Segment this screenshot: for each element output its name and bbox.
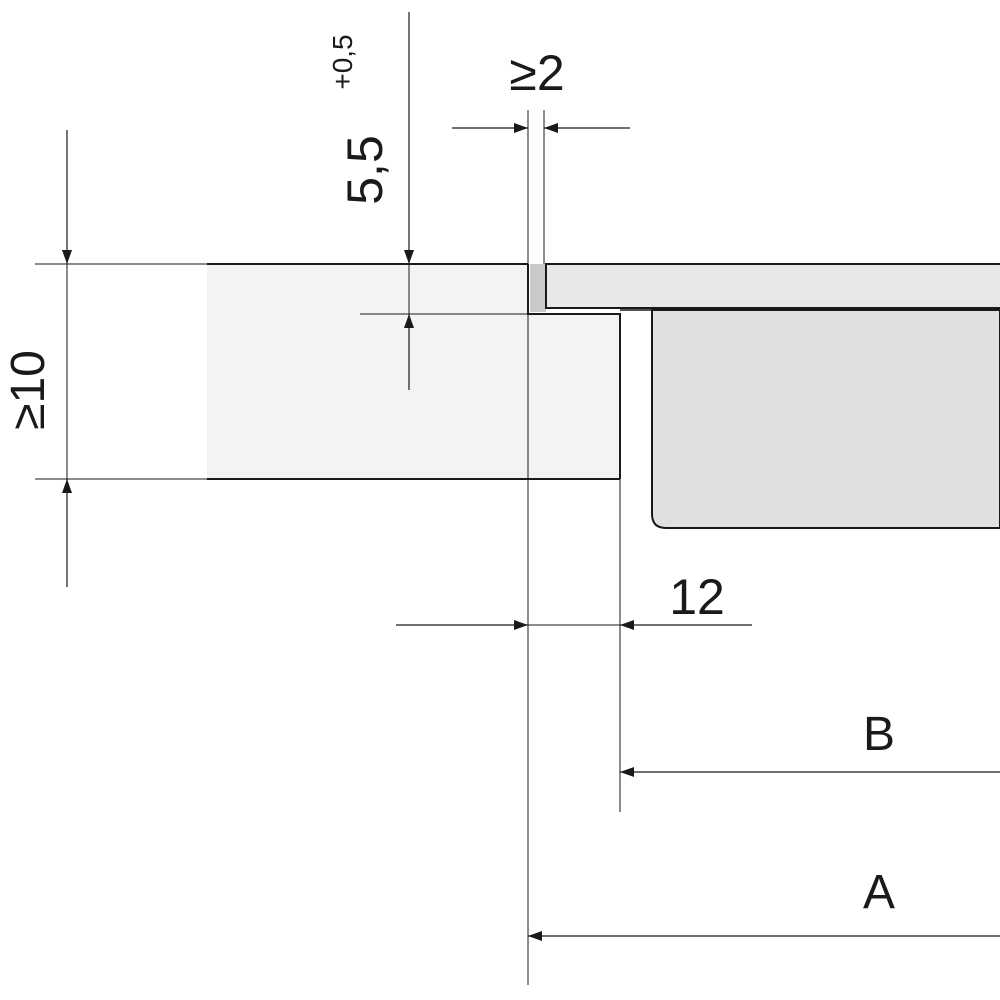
- dim-min-thickness: ≥10: [2, 130, 72, 587]
- cooktop: [545, 263, 1000, 529]
- dim-width-a: A: [528, 866, 1000, 941]
- worktop-lower: [207, 314, 620, 479]
- label-rebate-depth: 5,5: [337, 135, 393, 205]
- dim-width-b: B: [620, 708, 1000, 777]
- sealant-gap: [530, 264, 546, 312]
- dim-min-gap: ≥2: [452, 45, 630, 133]
- label-rebate-tolerance: +0,5: [327, 34, 358, 89]
- extension-lines: [35, 110, 621, 985]
- cooktop-body: [651, 309, 1000, 529]
- worktop-upper: [207, 264, 528, 314]
- dim-rebate-depth: 5,5 +0,5: [327, 12, 414, 390]
- cooktop-glass-edge: [545, 263, 1000, 309]
- label-rebate-width: 12: [669, 569, 725, 625]
- label-min-thickness: ≥10: [2, 350, 55, 430]
- worktop: [207, 263, 621, 480]
- cooktop-glass-plate: [546, 264, 1000, 308]
- label-width-b: B: [863, 708, 895, 761]
- label-min-gap: ≥2: [509, 45, 564, 101]
- label-width-a: A: [863, 866, 895, 919]
- dim-rebate-width: 12: [396, 569, 752, 630]
